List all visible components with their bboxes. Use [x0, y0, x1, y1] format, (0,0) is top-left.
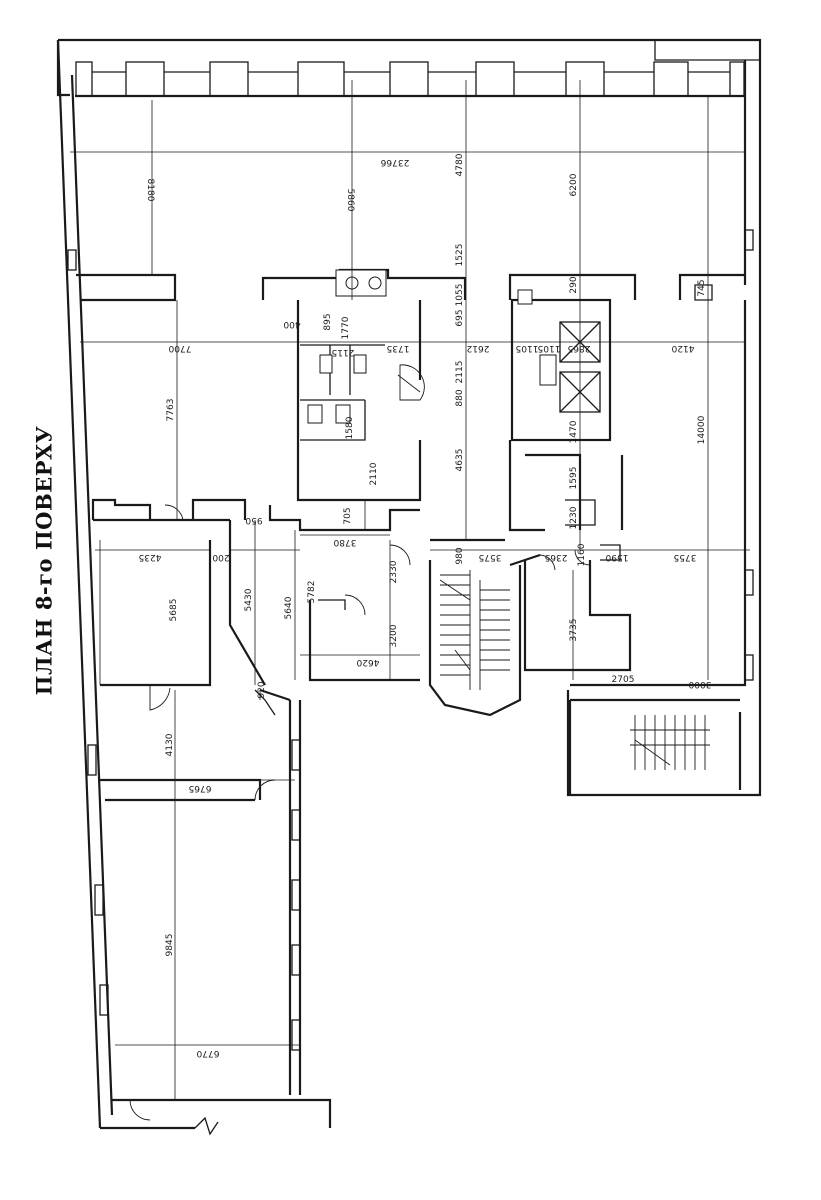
- dim-5640: 5640: [284, 596, 294, 619]
- outer-walls: [56, 38, 762, 1136]
- dimension-labels: 23766 8180 5860 4780 6200 1525 290 745 1…: [139, 153, 712, 1058]
- dim-9845: 9845: [165, 934, 175, 957]
- dim-3200: 3200: [389, 624, 399, 647]
- dim-705: 705: [343, 507, 353, 524]
- left-windows: [67, 229, 754, 1051]
- dim-1590: 1590: [605, 552, 628, 562]
- dim-3000: 3000: [688, 679, 711, 689]
- dim-4635: 4635: [455, 449, 465, 472]
- dim-1230: 1230: [569, 506, 579, 529]
- doors: [129, 504, 591, 1121]
- dim-2612: 2612: [467, 343, 490, 353]
- dim-6770: 6770: [196, 1048, 219, 1058]
- dim-745: 745: [697, 279, 707, 296]
- dim-1770: 1770: [341, 316, 351, 339]
- dim-3575: 3575: [479, 552, 502, 562]
- dim-8180: 8180: [145, 179, 155, 202]
- dim-1525: 1525: [455, 244, 465, 267]
- dim-1055: 1055: [455, 284, 465, 307]
- dim-1470: 1470: [569, 420, 579, 443]
- dim-200: 200: [212, 552, 229, 562]
- dim-2110: 2110: [369, 462, 379, 485]
- dim-2330: 2330: [389, 560, 399, 583]
- dim-1595: 1595: [569, 467, 579, 490]
- main-stair: [439, 570, 510, 690]
- dim-1160: 1160: [577, 543, 587, 566]
- dim-695: 695: [455, 309, 465, 326]
- dim-5430: 5430: [244, 588, 254, 611]
- dim-6200: 6200: [569, 173, 579, 196]
- top-windows: [75, 61, 745, 97]
- dim-5782: 5782: [307, 581, 317, 604]
- dim-4235: 4235: [139, 552, 162, 562]
- dim-4130: 4130: [165, 733, 175, 756]
- dim-950: 950: [245, 515, 262, 525]
- dim-4780: 4780: [455, 153, 465, 176]
- dim-1735: 1735: [387, 343, 410, 353]
- dim-3735: 3735: [569, 619, 579, 642]
- dim-7700: 7700: [168, 343, 191, 353]
- dim-6765: 6765: [189, 783, 212, 793]
- dim-1580: 1580: [345, 416, 355, 439]
- dim-920: 920: [257, 681, 267, 698]
- dim-400: 400: [283, 319, 300, 329]
- dim-3780: 3780: [333, 537, 356, 547]
- secondary-stair: [630, 715, 710, 770]
- dim-2115a: 2115: [332, 347, 355, 357]
- dim-7763: 7763: [166, 399, 176, 422]
- interior-walls: [76, 268, 745, 802]
- dim-4620: 4620: [356, 657, 379, 667]
- dim-14000: 14000: [697, 415, 707, 444]
- dim-2115b: 2115: [455, 361, 465, 384]
- dim-290: 290: [569, 276, 579, 293]
- dimension-lines: [70, 80, 750, 1100]
- dim-2705: 2705: [612, 675, 635, 685]
- dim-1105b: 1105: [538, 343, 561, 353]
- dim-4120: 4120: [671, 343, 694, 353]
- dim-895: 895: [323, 313, 333, 330]
- dim-5685: 5685: [169, 599, 179, 622]
- dim-880: 880: [455, 389, 465, 406]
- dim-5860: 5860: [345, 189, 355, 212]
- dim-980: 980: [455, 547, 465, 564]
- dim-2365: 2365: [545, 552, 568, 562]
- dim-23766: 23766: [380, 157, 409, 167]
- dim-3755: 3755: [674, 552, 697, 562]
- dim-1105: 1105: [516, 343, 539, 353]
- dim-2865: 2865: [568, 343, 591, 353]
